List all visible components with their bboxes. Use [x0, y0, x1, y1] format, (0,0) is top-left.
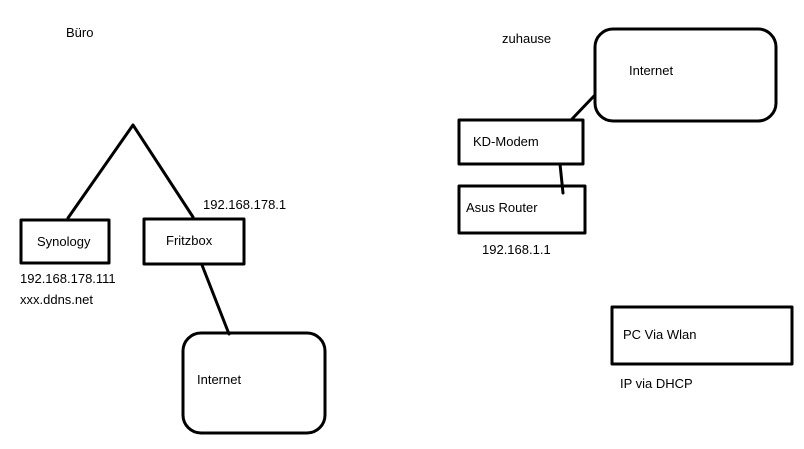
- pc-wlan-label: PC Via Wlan: [623, 327, 697, 342]
- office-heading: Büro: [66, 25, 94, 40]
- fritzbox-internet-link: [200, 263, 231, 336]
- office-network-branch: [66, 123, 195, 220]
- asus-router-box: [457, 184, 587, 235]
- kd-modem-box: [457, 118, 585, 166]
- synology-box: [19, 218, 111, 265]
- pc-wlan-box: [610, 305, 794, 366]
- fritzbox-label: Fritzbox: [166, 233, 213, 248]
- fritzbox-box: [142, 217, 246, 266]
- synology-ip: 192.168.178.111: [20, 271, 116, 286]
- home-heading: zuhause: [502, 31, 552, 46]
- modem-router-link: [558, 162, 565, 195]
- asus-router-label: Asus Router: [466, 200, 538, 215]
- office-internet-cloud: [181, 331, 327, 435]
- office-internet-label: Internet: [197, 372, 242, 387]
- home-internet-cloud: [593, 27, 778, 123]
- pc-ip-note: IP via DHCP: [620, 376, 693, 391]
- synology-label: Synology: [37, 234, 91, 249]
- synology-ddns: xxx.ddns.net: [20, 292, 93, 307]
- home-internet-label: Internet: [629, 63, 674, 78]
- internet-modem-link: [570, 94, 596, 121]
- fritzbox-ip: 192.168.178.1: [203, 197, 287, 212]
- asus-router-ip: 192.168.1.1: [482, 242, 551, 257]
- kd-modem-label: KD-Modem: [473, 134, 539, 149]
